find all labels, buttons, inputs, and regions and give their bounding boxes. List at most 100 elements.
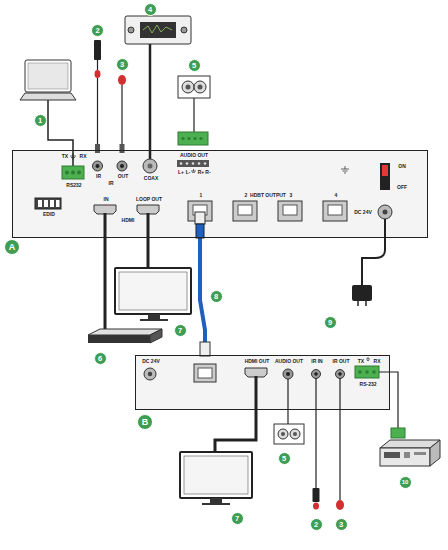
ir-emitter: [118, 75, 126, 153]
av-receiver-part: [125, 16, 191, 44]
speakers-part: [186, 85, 191, 90]
edid-switch: [35, 198, 61, 209]
tv-display-part: [184, 456, 248, 494]
speakers: [178, 76, 210, 145]
speakers-part: [182, 81, 194, 93]
callout-number: 6: [94, 352, 107, 365]
panel-label: RX: [374, 359, 381, 364]
source-player: [88, 329, 162, 343]
receiver-parts-part: [274, 424, 304, 444]
edid-switch-part: [50, 200, 54, 207]
device-panel-part: [12, 150, 428, 238]
av-receiver-part: [128, 27, 134, 33]
receiver-parts-part: [391, 428, 405, 438]
ground-symbol-part: [73, 153, 74, 156]
tv-display-part: [119, 272, 187, 310]
panel-label: EDID: [43, 212, 55, 217]
transmitter-panel: TXRXRS232IROUTIRCOAXEDIDAUDIO OUTL+L-R+R…: [12, 150, 428, 238]
receiver-parts-part: [194, 364, 216, 382]
device-panel-part: [135, 355, 390, 410]
receiver-parts-part: [336, 500, 344, 510]
tv-display-part: [115, 268, 191, 314]
ground-symbol-part: [345, 166, 346, 169]
panel-label: L+: [178, 170, 184, 175]
panel-jacks-part: [96, 164, 100, 168]
panel-label: HDMI OUT: [245, 359, 270, 364]
speakers-part: [198, 85, 203, 90]
ir-receiver-part: [95, 144, 100, 153]
device-panel: [12, 150, 428, 410]
ir-receiver-part: [97, 60, 98, 70]
hdbt-ports-part: [233, 201, 257, 221]
panel-label: IR IN: [311, 359, 322, 364]
callout-number: 8: [210, 290, 223, 303]
laptop-icon-part: [20, 93, 76, 100]
panel-label: OUT: [118, 174, 129, 179]
power-supply-part: [352, 285, 372, 301]
panel-label: TX: [358, 359, 364, 364]
callout-number: 1: [34, 114, 47, 127]
hdmi-ports-part: [137, 205, 159, 214]
edid-switch-part: [56, 200, 60, 207]
panel-jacks-part: [148, 164, 153, 169]
receiver-parts-part: [313, 503, 319, 510]
receiver-parts-part: [372, 370, 376, 374]
ground-symbol-part: [192, 172, 195, 173]
panel-label: LOOP OUT: [136, 197, 162, 202]
panel-label: TX: [62, 154, 68, 159]
ground-symbol-part: [344, 173, 346, 174]
tv-display-part: [210, 498, 222, 503]
speakers-part: [193, 137, 196, 140]
panel-jacks-part: [143, 159, 157, 173]
receiver-parts-part: [148, 372, 152, 376]
callout-number: 7: [231, 512, 244, 525]
tv-display-part: [148, 314, 160, 319]
panel-label: RS232: [66, 183, 81, 188]
av-receiver-part: [143, 25, 172, 33]
panel-jacks-part: [192, 162, 195, 165]
power-switch-part: [382, 165, 388, 176]
panel-label: IR: [109, 181, 114, 186]
ground-symbol-part: [343, 171, 348, 172]
panel-label: 4: [335, 193, 338, 198]
speakers-part: [181, 137, 184, 140]
ir-receiver-part: [95, 70, 101, 78]
serial-device-part: [430, 440, 440, 466]
panel-label: R+: [198, 170, 205, 175]
serial-device: [380, 440, 440, 466]
callout-number: B: [137, 414, 153, 430]
receiver-parts-part: [339, 378, 340, 500]
panel-label: ON: [398, 164, 406, 169]
receiver-parts-part: [287, 379, 288, 424]
serial-device-part: [384, 452, 400, 458]
callout-number: 3: [116, 58, 129, 71]
hdbt-ports-part: [238, 205, 252, 215]
panel-label: 2: [245, 193, 248, 198]
power-supply-part: [378, 205, 392, 219]
source-player-part: [88, 335, 150, 343]
panel-label: HDBT OUTPUT: [250, 193, 286, 198]
rs232-plug-part: [62, 166, 84, 179]
speakers-part: [194, 81, 206, 93]
receiver-parts-part: [278, 429, 288, 439]
receiver-panel: DC 24VHDMI OUTAUDIO OUTIR INIR OUTTXRXRS…: [135, 355, 390, 410]
ir-emitter-part: [120, 144, 125, 153]
ground-symbol-part: [191, 171, 196, 172]
receiver-parts-part: [338, 372, 342, 376]
power-supply: [352, 205, 392, 306]
edid-switch-part: [35, 198, 61, 209]
panel-label: HDMI: [122, 218, 135, 223]
hdbt-ports-part: [195, 212, 205, 224]
rs232-plug-part: [71, 171, 75, 175]
panel-label: IN: [104, 197, 109, 202]
power-switch: [380, 163, 390, 190]
power-supply-part: [362, 219, 385, 285]
speakers-part: [178, 132, 208, 145]
source-player-part: [150, 329, 162, 343]
receiver-parts-part: [358, 370, 362, 374]
ground-symbol-part: [366, 359, 370, 360]
tv-display-part: [202, 503, 230, 505]
panel-jacks-part: [198, 162, 201, 165]
laptop-icon-part: [48, 100, 73, 166]
ir-receiver-part: [94, 40, 101, 60]
